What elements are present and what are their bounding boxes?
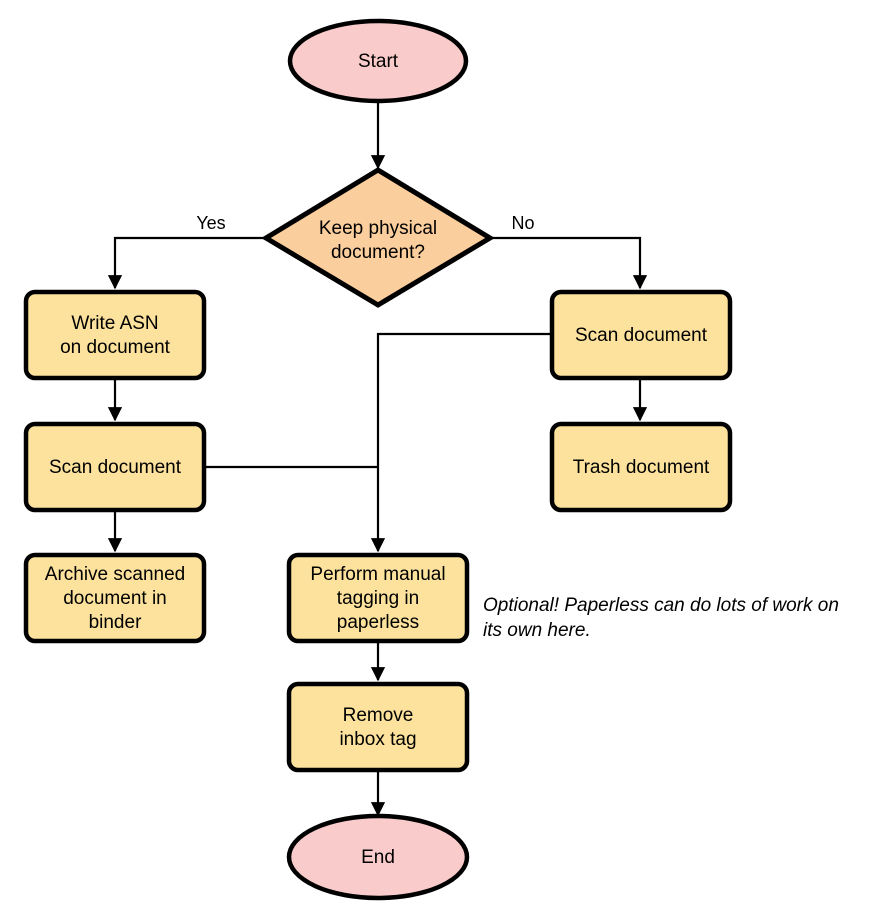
node-remove-inbox-tag[interactable]: Remove inbox tag: [286, 681, 470, 773]
start-oval: [287, 18, 469, 104]
node-write-asn[interactable]: Write ASN on document: [23, 289, 207, 381]
decision-label-line1: Keep physical: [319, 218, 437, 239]
decision-diamond: [261, 167, 495, 308]
edge-label-no: No: [511, 213, 534, 233]
tagging-label-line1: Perform manual: [310, 564, 445, 585]
edge-scan-right-to-tagging: [370, 332, 552, 553]
write-asn-label-line1: Write ASN: [71, 313, 158, 334]
end-oval: [286, 813, 470, 901]
annotation-line1: Optional! Paperless can do lots of work …: [483, 595, 839, 616]
archive-label-line2: document in: [63, 588, 167, 609]
annotation-optional-note: Optional! Paperless can do lots of work …: [483, 595, 839, 641]
node-archive-scanned-document[interactable]: Archive scanned document in binder: [23, 552, 207, 644]
decision-label-line2: document?: [331, 242, 425, 263]
node-start[interactable]: Start: [287, 18, 469, 104]
scan-right-label: Scan document: [575, 325, 708, 346]
trash-label: Trash document: [573, 457, 710, 478]
remove-inbox-label-line1: Remove: [343, 705, 414, 726]
node-scan-document-left[interactable]: Scan document: [23, 421, 207, 513]
trash-box: [549, 421, 733, 513]
edge-decision-no-to-scan-right: [490, 236, 648, 290]
archive-label-line1: Archive scanned: [45, 564, 185, 585]
node-trash-document[interactable]: Trash document: [549, 421, 733, 513]
remove-inbox-label-line2: inbox tag: [339, 729, 416, 750]
scan-right-box: [549, 289, 733, 381]
archive-box: [23, 552, 207, 644]
node-scan-document-right[interactable]: Scan document: [549, 289, 733, 381]
annotation-line2: its own here.: [483, 620, 591, 641]
start-label: Start: [358, 51, 399, 72]
scan-left-box: [23, 421, 207, 513]
edge-decision-yes-to-write-asn: [107, 236, 266, 290]
tagging-label-line3: paperless: [337, 612, 419, 633]
node-end[interactable]: End: [286, 813, 470, 901]
node-perform-manual-tagging[interactable]: Perform manual tagging in paperless: [286, 552, 470, 644]
node-decision-keep-physical-document[interactable]: Keep physical document?: [261, 167, 495, 308]
write-asn-label-line2: on document: [60, 337, 171, 358]
end-label: End: [361, 847, 395, 868]
scan-left-label: Scan document: [49, 457, 182, 478]
remove-inbox-box: [286, 681, 470, 773]
write-asn-box: [23, 289, 207, 381]
tagging-box: [286, 552, 470, 644]
edge-label-yes: Yes: [196, 213, 225, 233]
tagging-label-line2: tagging in: [337, 588, 419, 609]
archive-label-line3: binder: [89, 612, 142, 633]
